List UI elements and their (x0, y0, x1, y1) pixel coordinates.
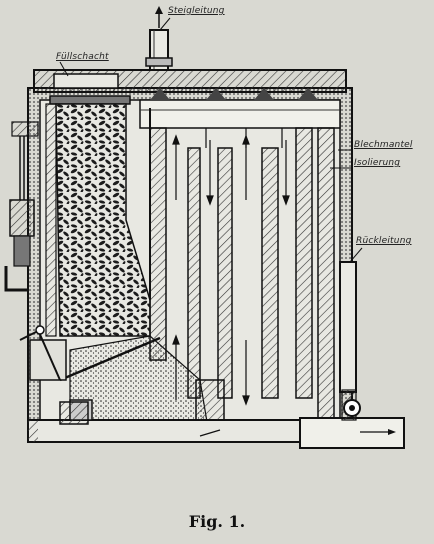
leader-lines (59, 17, 363, 263)
fire-door (19, 325, 89, 425)
base-ashpit (27, 379, 405, 449)
flue-tubes (149, 127, 335, 429)
label-isolierung: Isolierung (354, 158, 401, 168)
riser-pipe (145, 6, 173, 71)
label-steigleitung: Steigleitung (168, 6, 225, 16)
label-rueckleitung: Rückleitung (356, 236, 412, 246)
top-header (33, 69, 347, 129)
figure-caption: Fig. 1. (188, 512, 246, 531)
flow-arrows (172, 134, 290, 406)
return-pipe (339, 261, 361, 421)
label-blechmantel: Blechmantel (354, 140, 413, 150)
draught-regulator (4, 121, 39, 292)
label-fuellschacht: Füllschacht (56, 52, 109, 62)
